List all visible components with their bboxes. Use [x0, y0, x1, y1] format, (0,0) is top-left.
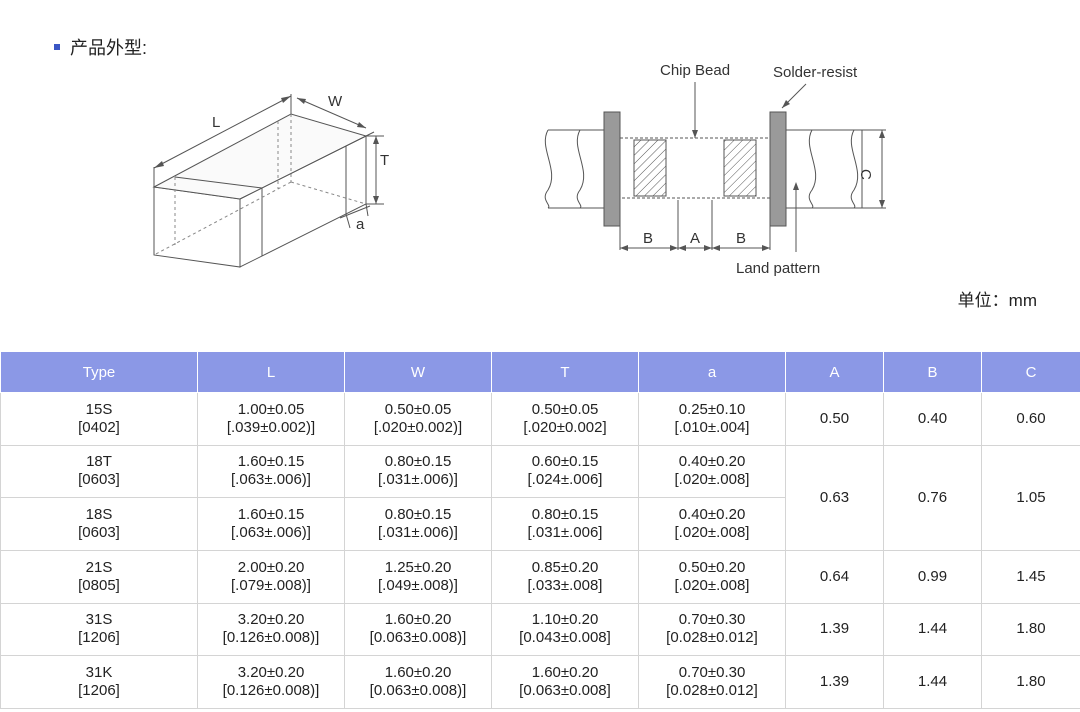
- header-W: W: [344, 351, 492, 393]
- cell-L: 1.60±0.15[.063±.006)]: [197, 444, 345, 499]
- cell-type: 31S[1206]: [0, 602, 198, 657]
- table-row: 18S[0603] 1.60±0.15[.063±.006)] 0.80±0.1…: [0, 497, 1080, 551]
- cell-W: 1.25±0.20[.049±.008)]: [344, 549, 492, 604]
- label-W: W: [328, 93, 343, 110]
- cell-a: 0.40±0.20[.020±.008]: [638, 444, 786, 499]
- label-B-right: B: [736, 230, 746, 247]
- cell-W: 0.50±0.05[.020±0.002)]: [344, 392, 492, 446]
- cell-B: 0.76: [883, 444, 982, 551]
- cell-A: 1.39: [785, 655, 884, 709]
- cell-a: 0.50±0.20[.020±.008]: [638, 549, 786, 604]
- cell-W: 1.60±0.20[0.063±0.008)]: [344, 602, 492, 657]
- bullet-icon: [54, 44, 60, 50]
- cell-C: 1.05: [981, 444, 1080, 551]
- cell-T: 0.85±0.20[.033±.008]: [491, 549, 639, 604]
- cell-a: 0.40±0.20[.020±.008]: [638, 497, 786, 551]
- cell-B: 1.44: [883, 655, 982, 709]
- cell-A: 0.64: [785, 549, 884, 604]
- cell-A: 0.50: [785, 392, 884, 446]
- cell-A: 1.39: [785, 602, 884, 657]
- cell-B: 1.44: [883, 602, 982, 657]
- cell-type: 18T[0603]: [0, 444, 198, 499]
- cell-C: 1.80: [981, 655, 1080, 709]
- header-L: L: [197, 351, 345, 393]
- cell-L: 3.20±0.20[0.126±0.008)]: [197, 602, 345, 657]
- cell-W: 0.80±0.15[.031±.006)]: [344, 444, 492, 499]
- cell-C: 1.45: [981, 549, 1080, 604]
- chip-bead-label: Chip Bead: [660, 62, 730, 79]
- label-A: A: [690, 230, 700, 247]
- cell-L: 3.20±0.20[0.126±0.008)]: [197, 655, 345, 709]
- cell-L: 1.60±0.15[.063±.006)]: [197, 497, 345, 551]
- cell-T: 1.60±0.20[0.063±0.008]: [491, 655, 639, 709]
- solder-resist-label: Solder-resist: [773, 64, 858, 81]
- table-row: 15S[0402] 1.00±0.05[.039±0.002)] 0.50±0.…: [0, 392, 1080, 446]
- cell-T: 0.50±0.05[.020±0.002]: [491, 392, 639, 446]
- cell-L: 1.00±0.05[.039±0.002)]: [197, 392, 345, 446]
- header-A: A: [785, 351, 884, 393]
- table-row: 21S[0805] 2.00±0.20[.079±.008)] 1.25±0.2…: [0, 549, 1080, 604]
- label-a: a: [356, 216, 365, 233]
- land-pattern-diagram: Chip Bead Solder-resist Land pattern B A…: [544, 62, 886, 277]
- spec-table: Type L W T a A B C 15S[0402] 1.00±0.05[.…: [0, 351, 1080, 709]
- cell-B: 0.40: [883, 392, 982, 446]
- cell-type: 31K[1206]: [0, 655, 198, 709]
- table-row: 31S[1206] 3.20±0.20[0.126±0.008)] 1.60±0…: [0, 602, 1080, 657]
- cell-a: 0.70±0.30[0.028±0.012]: [638, 655, 786, 709]
- label-L: L: [212, 114, 220, 131]
- cell-A: 0.63: [785, 444, 884, 551]
- cell-type: 21S[0805]: [0, 549, 198, 604]
- cell-T: 1.10±0.20[0.043±0.008]: [491, 602, 639, 657]
- unit-label: 单位：mm: [957, 291, 1037, 310]
- cell-B: 0.99: [883, 549, 982, 604]
- section-title-text: 产品外型:: [70, 38, 148, 58]
- table-header-row: Type L W T a A B C: [0, 351, 1080, 393]
- table-row: 18T[0603] 1.60±0.15[.063±.006)] 0.80±0.1…: [0, 444, 1080, 551]
- cell-W: 0.80±0.15[.031±.006)]: [344, 497, 492, 551]
- cell-a: 0.25±0.10[.010±.004]: [638, 392, 786, 446]
- table-row: 31K[1206] 3.20±0.20[0.126±0.008)] 1.60±0…: [0, 655, 1080, 709]
- cell-C: 0.60: [981, 392, 1080, 446]
- header-T: T: [491, 351, 639, 393]
- cell-type: 18S[0603]: [0, 497, 198, 551]
- cell-type: 15S[0402]: [0, 392, 198, 446]
- chip-3d-diagram: L W T a: [152, 93, 389, 268]
- header-B: B: [883, 351, 982, 393]
- cell-W: 1.60±0.20[0.063±0.008)]: [344, 655, 492, 709]
- label-C: C: [857, 169, 874, 180]
- cell-L: 2.00±0.20[.079±.008)]: [197, 549, 345, 604]
- land-pattern-label: Land pattern: [736, 260, 820, 277]
- label-B-left: B: [643, 230, 653, 247]
- label-T: T: [380, 152, 389, 169]
- section-title: 产品外型:: [54, 34, 147, 60]
- cell-T: 0.60±0.15[.024±.006]: [491, 444, 639, 499]
- header-type: Type: [0, 351, 198, 393]
- cell-a: 0.70±0.30[0.028±0.012]: [638, 602, 786, 657]
- header-C: C: [981, 351, 1080, 393]
- header-a: a: [638, 351, 786, 393]
- cell-C: 1.80: [981, 602, 1080, 657]
- cell-T: 0.80±0.15[.031±.006]: [491, 497, 639, 551]
